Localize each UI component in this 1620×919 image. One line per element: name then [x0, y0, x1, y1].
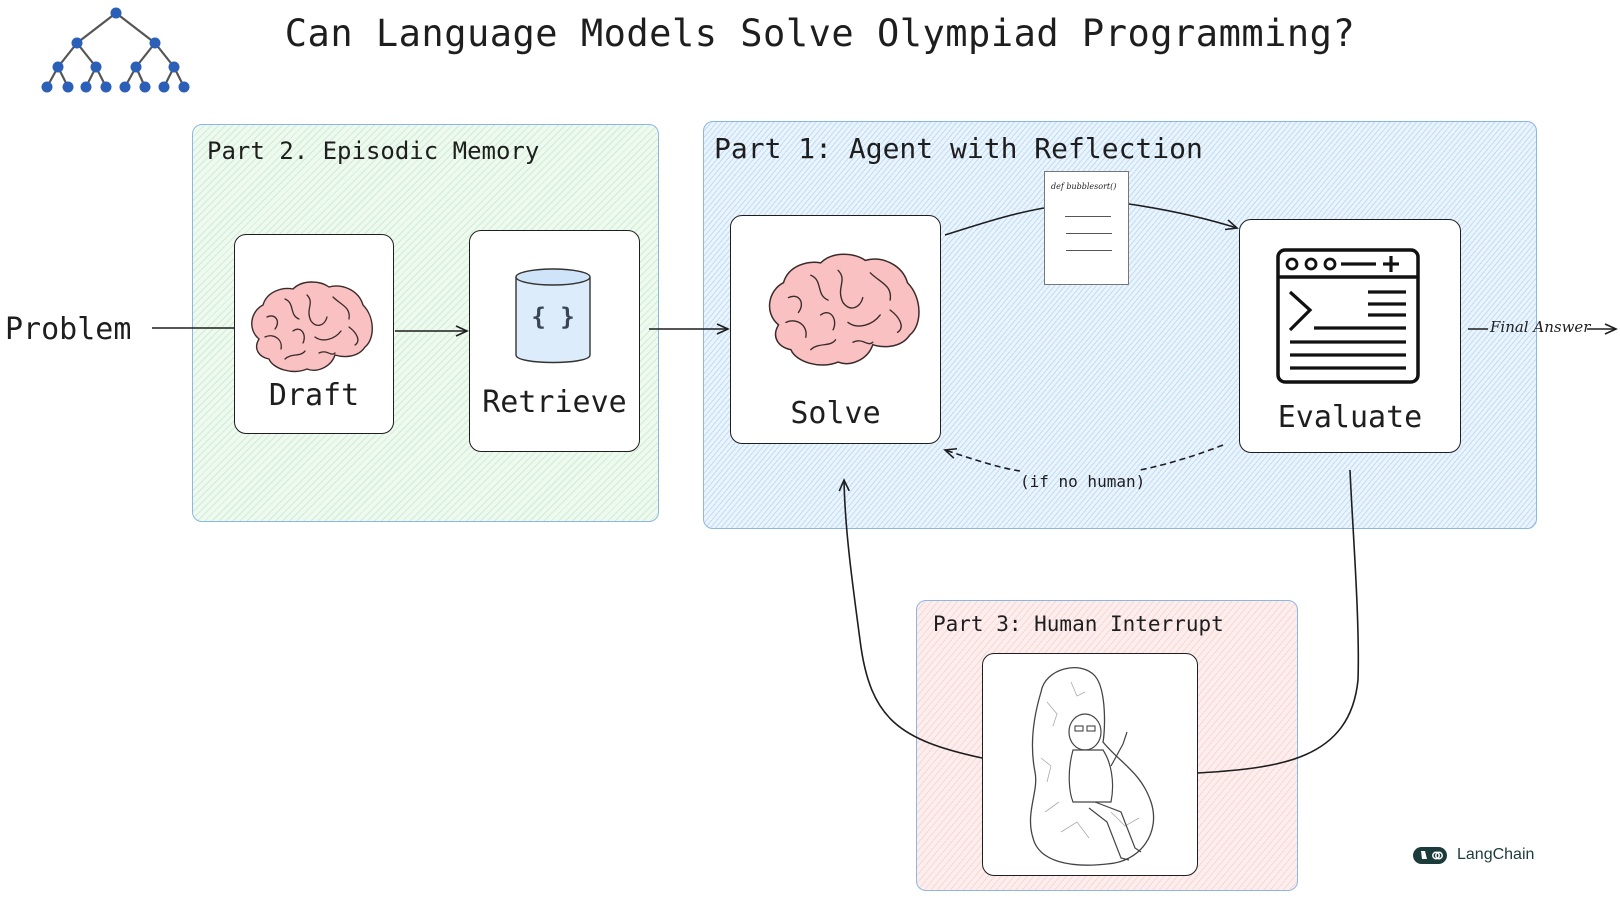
human-interrupt-label: Part 3: Human Interrupt	[933, 612, 1224, 636]
doc-line	[1065, 216, 1111, 217]
problem-label: Problem	[5, 312, 132, 347]
binary-tree-icon	[41, 7, 190, 93]
page-title: Can Language Models Solve Olympiad Progr…	[284, 12, 1356, 55]
evaluate-label: Evaluate	[1277, 400, 1423, 435]
doc-line	[1066, 250, 1112, 251]
doc-line	[1066, 233, 1112, 234]
langchain-branding: LangChain	[1413, 846, 1534, 864]
retrieve-node[interactable]: { } Retrieve	[469, 230, 640, 452]
draft-label: Draft	[268, 378, 360, 413]
brain-icon	[768, 253, 920, 366]
episodic-memory-label: Part 2. Episodic Memory	[207, 137, 540, 165]
retrieve-label: Retrieve	[482, 385, 627, 420]
svg-text:{ }: { }	[531, 303, 574, 331]
solve-label: Solve	[790, 396, 881, 431]
human-image-box	[982, 653, 1198, 876]
loop-label: (if no human)	[1020, 472, 1146, 491]
evaluate-node[interactable]: Evaluate	[1239, 219, 1461, 453]
document-icon: def bubblesort()	[1044, 171, 1129, 285]
agent-reflection-label: Part 1: Agent with Reflection	[714, 132, 1203, 165]
solve-node[interactable]: Solve	[730, 215, 941, 444]
code-snippet: def bubblesort()	[1051, 182, 1117, 191]
brain-icon	[251, 281, 373, 373]
thinker-illustration	[1029, 667, 1155, 866]
draft-node[interactable]: Draft	[234, 234, 394, 434]
logo	[38, 6, 194, 94]
final-answer-label: Final Answer	[1490, 318, 1591, 336]
langchain-logo-icon	[1413, 846, 1447, 864]
terminal-window-icon	[1276, 248, 1420, 384]
database-icon: { }	[515, 268, 591, 364]
langchain-label: LangChain	[1457, 846, 1535, 863]
